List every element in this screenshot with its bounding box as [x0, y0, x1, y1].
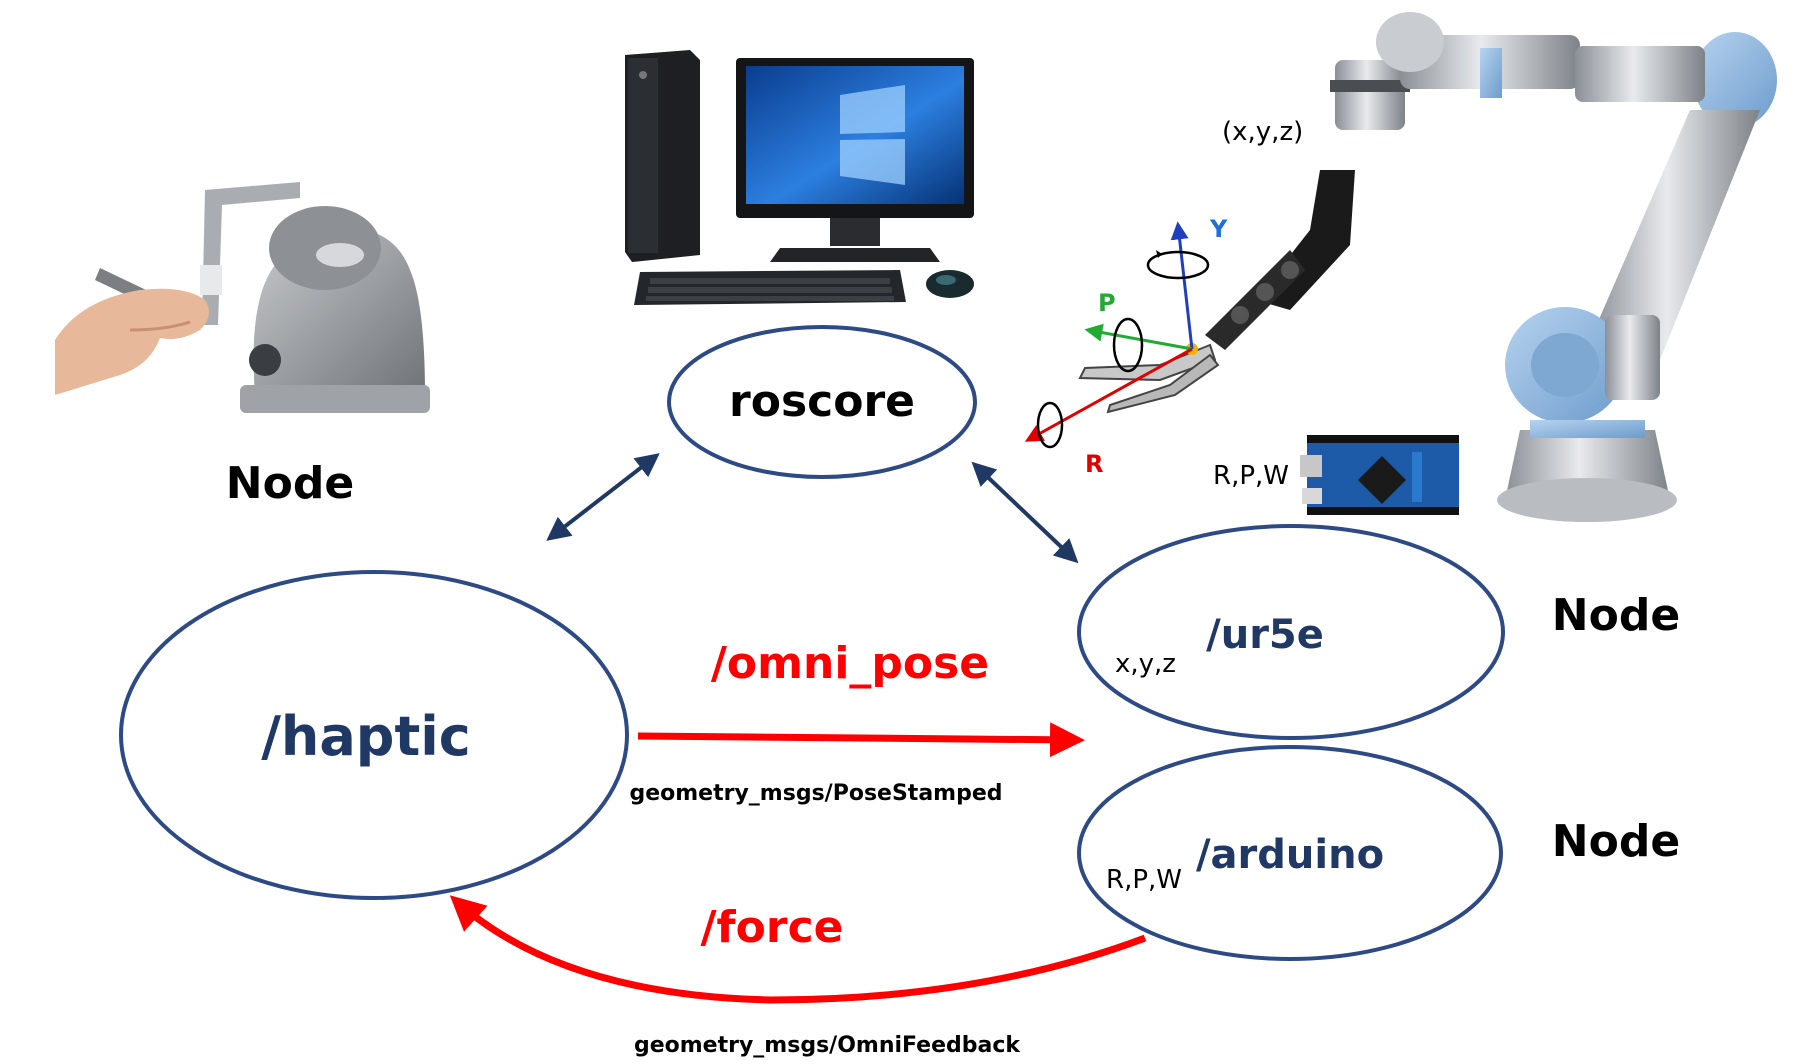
arduino-node-tag: Node — [1552, 816, 1680, 867]
robot-arm-illustration — [1330, 12, 1777, 522]
force-topic-label: /force — [700, 902, 843, 953]
ur5e-node-tag: Node — [1552, 590, 1680, 641]
axis-y-label: Y — [1209, 215, 1228, 243]
roscore-ur5e-connector — [971, 461, 1079, 564]
ur5e-node-name: /ur5e — [1206, 612, 1324, 658]
xyz-coordinate-label: (x,y,z) — [1222, 117, 1303, 147]
axis-r-label: R — [1085, 450, 1103, 478]
axis-p-label: P — [1098, 289, 1116, 317]
roscore-ellipse — [667, 325, 977, 479]
haptic-node-name: /haptic — [261, 705, 471, 768]
haptic-node-tag: Node — [226, 458, 354, 509]
arduino-node-name: /arduino — [1196, 832, 1384, 878]
roscore-label: roscore — [729, 376, 915, 427]
arduino-ellipse — [1077, 745, 1503, 961]
arduino-board-illustration — [1300, 435, 1459, 515]
force-arrow — [449, 895, 1147, 1004]
rpw-coordinate-label: R,P,W — [1213, 461, 1289, 491]
haptic-device-illustration — [55, 182, 430, 413]
omni-pose-arrow — [637, 722, 1085, 758]
roscore-haptic-connector — [546, 453, 660, 541]
ur5e-node-sub: x,y,z — [1115, 649, 1176, 679]
rotation-axes — [1024, 221, 1210, 449]
haptic-ellipse — [119, 570, 629, 900]
omni-pose-msg-label: geometry_msgs/PoseStamped — [629, 781, 1002, 806]
ur5e-ellipse — [1077, 524, 1505, 740]
arduino-node-sub: R,P,W — [1106, 865, 1182, 895]
surgical-gripper-illustration — [1078, 170, 1355, 414]
force-msg-label: geometry_msgs/OmniFeedback — [634, 1033, 1021, 1058]
omni-pose-topic-label: /omni_pose — [711, 638, 989, 689]
desktop-computer-illustration — [625, 50, 974, 305]
